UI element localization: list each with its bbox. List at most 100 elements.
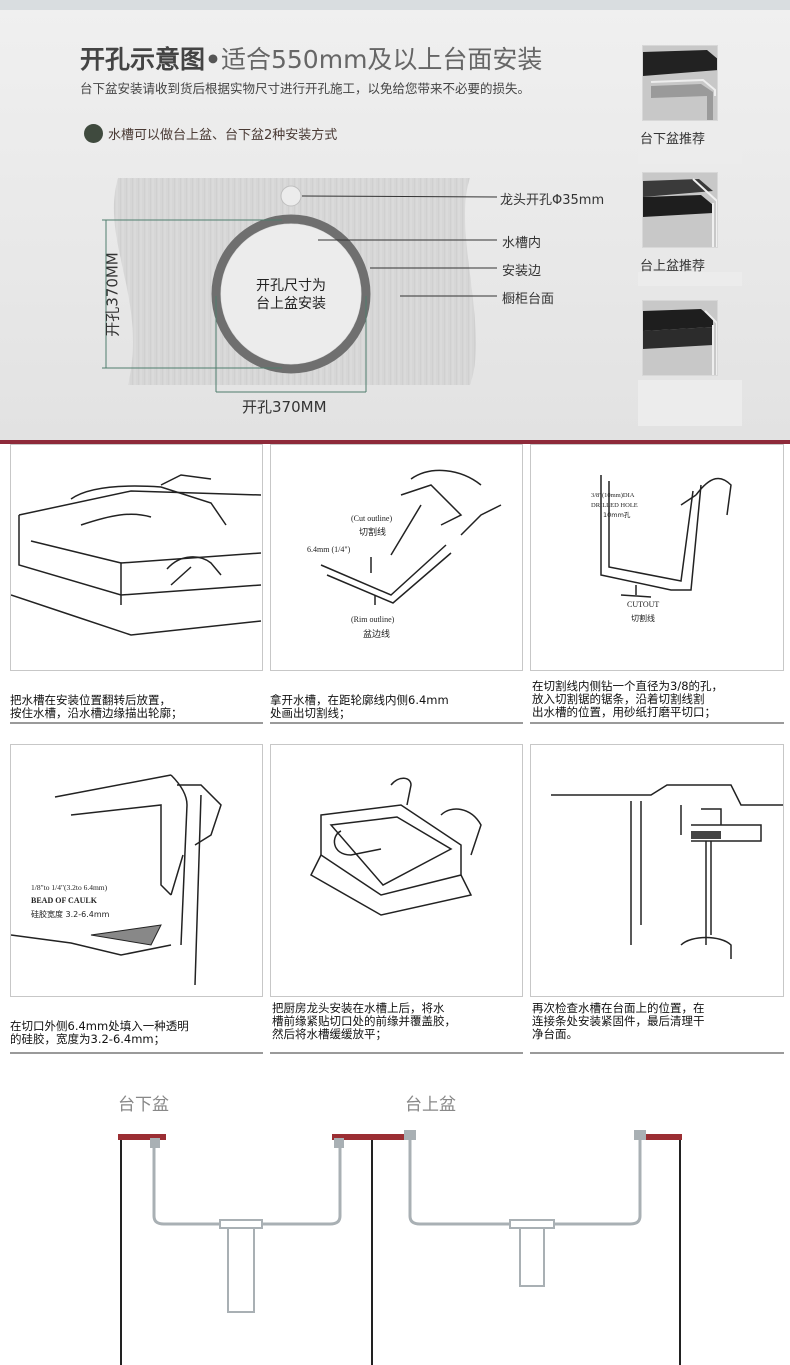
install-note: 水槽可以做台上盆、台下盆2种安装方式 [84,124,337,143]
step-6-line: 再次检查水槽在台面上的位置，在 [532,1001,705,1015]
step-5-line: 然后将水槽缓缓放平； [272,1027,387,1041]
install-cross-section [118,1130,682,1365]
step-5-drawing [310,777,482,916]
thumbnail-caption-2: 台上盆推荐 [640,259,706,274]
caption-shadow-1 [638,146,742,164]
callout-mount-edge: 安装边 [502,264,542,279]
step-3-drawing: 3/8"(10mm)DIA DRILLED HOLE 10mm孔 CUTOUT … [591,475,732,623]
cutout-label-en: CUTOUT [627,600,659,609]
step-1-line: 按住水槽，沿水槽边缘描出轮廓； [10,706,183,720]
callout-faucet-hole: 龙头开孔Φ35mm [500,193,605,208]
step-6-line: 连接条处安装紧固件，最后清理干 [532,1014,705,1028]
drill-hole-label-2: DRILLED HOLE [591,502,638,509]
dimension-vertical: 开孔370MM [103,252,122,337]
install-note-text: 水槽可以做台上盆、台下盆2种安装方式 [108,128,338,143]
step-5-line: 槽前缘紧贴切口处的前缘并覆盖胶， [272,1014,456,1028]
thumbnail-flushmount [642,300,720,376]
step-3-line: 在切割线内侧钻一个直径为3/8的孔， [532,679,724,693]
overmount-basin [408,1134,642,1226]
step-5-text: 把厨房龙头安装在水槽上后，将水槽前缘紧贴切口处的前缘并覆盖胶，然后将水槽缓缓放平… [272,1002,525,1041]
undermount-basin [152,1140,342,1226]
step-6-line: 净台面。 [532,1027,578,1041]
offset-label: 6.4mm (1/4") [307,545,351,554]
center-label-line1: 开孔尺寸为 [256,278,326,294]
caulk-label-1: 1/8"to 1/4"(3.2to 6.4mm) [31,883,108,892]
step-4-line: 在切口外侧6.4mm处填入一种透明 [10,1019,189,1033]
cut-outline-label-zh: 切割线 [359,526,386,538]
step-2-line: 拿开水槽，在距轮廓线内侧6.4mm [270,693,449,707]
callout-sink-inner: 水槽内 [502,236,542,251]
caulk-label-2: BEAD OF CAULK [31,896,98,905]
undermount-section [118,1134,388,1365]
step-3-text: 在切割线内侧钻一个直径为3/8的孔，放入切割锯的锯条，沿着切割线割出水槽的位置，… [532,680,786,719]
overmount-label: 台上盆 [405,1095,456,1115]
sink-inner [221,224,361,364]
undermount-drain [227,1223,255,1313]
thumbnail-undermount [642,45,720,121]
step-6-drawing [551,784,783,959]
step-6-text-content: 再次检查水槽在台面上的位置，在连接条处安装紧固件，最后清理干净台面。 [532,1002,786,1041]
overmount-thumb-drawing [643,173,717,247]
undermount-countertop-left [118,1134,166,1140]
top-strip [0,0,790,10]
page-title: 开孔示意图•适合550mm及以上台面安装 [80,40,542,76]
step-3-line: 放入切割锯的锯条，沿着切割线割 [532,692,705,706]
step-3-line: 出水槽的位置，用砂纸打磨平切口； [532,705,716,719]
cutout-label-zh: 切割线 [631,613,655,623]
step-3-illustration: 3/8"(10mm)DIA DRILLED HOLE 10mm孔 CUTOUT … [530,444,784,671]
faucet-hole [280,185,302,207]
step-5-illustration [270,744,523,997]
center-label: 开孔尺寸为 台上盆安装 [216,277,366,313]
step-1-rule [10,722,263,724]
overmount-countertop-left [372,1134,412,1140]
undermount-label: 台下盆 [118,1095,169,1115]
step-1-text: 把水槽在安装位置翻转后放置，按住水槽，沿水槽边缘描出轮廓； [10,694,263,720]
caption-shadow-2 [638,272,742,286]
thumbnail-overmount [642,172,720,248]
bullet-dot-icon [84,124,103,143]
callout-countertop: 橱柜台面 [502,292,555,307]
step-2-rule [270,722,523,724]
step-5-line: 把厨房龙头安装在水槽上后，将水 [272,1001,445,1015]
drill-hole-label-1: 3/8"(10mm)DIA [591,492,635,499]
step-5-text-content: 把厨房龙头安装在水槽上后，将水槽前缘紧贴切口处的前缘并覆盖胶，然后将水槽缓缓放平… [272,1002,525,1041]
subtitle: 台下盆安装请收到货后根据实物尺寸进行开孔施工，以免给您带来不必要的损失。 [80,81,531,96]
section-divider [0,440,790,444]
step-2-illustration: (Cut outline) 切割线 6.4mm (1/4") (Rim outl… [270,444,523,671]
step-4-line: 的硅胶，宽度为3.2-6.4mm； [10,1032,166,1046]
cut-outline-label-en: (Cut outline) [351,514,392,523]
step-4-text: 在切口外侧6.4mm处填入一种透明的硅胶，宽度为3.2-6.4mm； [10,1020,263,1046]
title-separator: • [205,45,221,74]
cutout-drawing [102,178,498,393]
step-1-illustration [10,444,263,671]
step-4-illustration: 1/8"to 1/4"(3.2to 6.4mm) BEAD OF CAULK 硅… [10,744,263,997]
step-4-drawing: 1/8"to 1/4"(3.2to 6.4mm) BEAD OF CAULK 硅… [10,774,222,986]
rim-outline-label-en: (Rim outline) [351,615,395,624]
cutout-diagram-section: 开孔示意图•适合550mm及以上台面安装 台下盆安装请收到货后根据实物尺寸进行开… [0,0,790,440]
step-6-text: 再次检查水槽在台面上的位置，在连接条处安装紧固件，最后清理干净台面。 [532,1002,786,1041]
step-2-drawing: (Cut outline) 切割线 6.4mm (1/4") (Rim outl… [307,469,502,640]
step-2-line: 处画出切割线； [270,706,351,720]
step-4-text-content: 在切口外侧6.4mm处填入一种透明的硅胶，宽度为3.2-6.4mm； [10,1020,263,1046]
undermount-countertop-right [332,1134,388,1140]
step-6-rule [530,1052,784,1054]
step-4-rule [10,1052,263,1054]
title-bold: 开孔示意图 [80,45,206,74]
step-1-text-content: 把水槽在安装位置翻转后放置，按住水槽，沿水槽边缘描出轮廓； [10,694,263,720]
step-1-line: 把水槽在安装位置翻转后放置， [10,693,171,707]
thumbnail-caption-1: 台下盆推荐 [640,132,706,147]
step-5-rule [270,1052,523,1054]
drill-hole-label-3: 10mm孔 [603,511,631,519]
step-6-illustration [530,744,784,997]
step-1-drawing [10,474,262,636]
caption-shadow-3 [638,380,742,426]
undermount-thumb-drawing [643,46,717,120]
overmount-drain [519,1223,545,1287]
overmount-countertop-right [640,1134,682,1140]
sink-rim-ring [211,214,371,374]
center-label-line2: 台上盆安装 [256,296,326,312]
rim-outline-label-zh: 盆边线 [363,628,390,640]
overmount-section [372,1130,682,1365]
